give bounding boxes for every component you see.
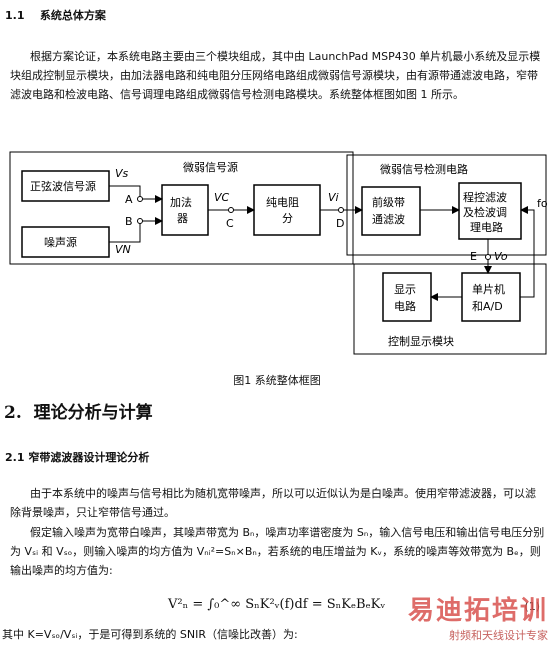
equation-1: V²ₙ = ∫₀^∞ SₙK²ᵥ(f)df = SₙKₑBₑKᵥ: [168, 597, 386, 612]
section-heading-2-1: 2.1 窄带滤波器设计理论分析: [5, 449, 149, 465]
box-display-label-2: 电路: [394, 300, 416, 313]
box-bandpass-label-2: 通滤波: [372, 213, 405, 226]
watermark-logo: 易迪拓培训 射频和天线设计专家: [408, 590, 548, 643]
node-a: [137, 196, 143, 202]
box-prog-label-1: 程控滤波: [463, 190, 507, 204]
wire-mcu-feedback: [520, 206, 535, 298]
box-adder: [161, 184, 209, 236]
section-heading-1-1: 1.1 系统总体方案: [5, 7, 106, 23]
paragraph-noise: 由于本系统中的噪声与信号相比为随机宽带噪声，所以可以近似认为是白噪声。使用窄带滤…: [10, 487, 536, 519]
node-e: [485, 254, 491, 260]
paragraph-overview: 根据方案论证，本系统电路主要由三个模块组成，其中由 LaunchPad MSP4…: [10, 50, 541, 101]
label-vs: Vs: [115, 167, 129, 180]
label-d: D: [336, 217, 344, 230]
label-c: C: [226, 217, 234, 230]
box-sine-source-label: 正弦波信号源: [30, 179, 96, 193]
box-divider: [253, 184, 321, 236]
box-mcu-label-1: 单片机: [472, 282, 505, 296]
group-label-detect: 微弱信号检测电路: [380, 162, 468, 176]
node-b: [137, 218, 143, 224]
box-prog-label-3: 理电路: [470, 221, 503, 234]
label-vn: VN: [115, 243, 131, 256]
section-number: 2.: [4, 403, 22, 423]
node-d: [338, 207, 344, 213]
label-vo: Vo: [494, 250, 508, 263]
wire-noise-to-adder: [109, 217, 163, 243]
label-fo: fo: [537, 197, 548, 210]
watermark-line-1: 易迪拓培训: [407, 596, 548, 626]
wire-sine-to-adder: [109, 185, 163, 203]
box-divider-label-2: 分: [282, 212, 293, 225]
group-label-source: 微弱信号源: [183, 160, 238, 174]
section-number: 1.1: [5, 9, 25, 22]
label-b: B: [125, 215, 133, 228]
group-frame-detect: [346, 154, 547, 256]
group-frame-source: [9, 151, 354, 265]
section-title: 理论分析与计算: [33, 403, 153, 423]
equation-number: (1): [524, 600, 540, 613]
group-frame-control: [353, 263, 547, 355]
box-display-label-1: 显示: [394, 283, 416, 296]
box-display: [382, 272, 432, 322]
label-vc: VC: [214, 191, 230, 204]
box-adder-label-1: 加法: [170, 195, 192, 209]
box-noise-source-label: 噪声源: [44, 235, 77, 249]
label-e: E: [470, 250, 477, 263]
section-number: 2.1: [5, 451, 25, 464]
box-adder-label-2: 器: [177, 212, 188, 225]
watermark-line-2: 射频和天线设计专家: [449, 629, 548, 642]
box-mcu: [461, 272, 521, 322]
section-title: 系统总体方案: [39, 9, 106, 22]
figure-caption: 图1 系统整体框图: [233, 374, 321, 387]
system-block-diagram: 微弱信号源 微弱信号检测电路 控制显示模块 正弦波信号源 噪声源 加法 器 纯电…: [9, 151, 548, 355]
label-vi: Vi: [328, 191, 339, 204]
section-title: 窄带滤波器设计理论分析: [28, 451, 150, 464]
paragraph-snir: 其中 K=Vₛₒ/Vₛᵢ，于是可得到系统的 SNIR（信噪比改善）为:: [2, 628, 298, 641]
box-mcu-label-2: 和A/D: [472, 300, 503, 313]
box-bandpass-filter: [361, 186, 421, 236]
label-a: A: [125, 193, 133, 206]
paragraph-assumption: 假定输入噪声为宽带白噪声，其噪声带宽为 Bₙ，噪声功率谱密度为 Sₙ，输入信号电…: [10, 526, 545, 577]
node-c: [228, 207, 234, 213]
box-prog-label-2: 及检波调: [463, 205, 507, 219]
box-bandpass-label-1: 前级带: [372, 195, 405, 209]
group-label-control: 控制显示模块: [388, 334, 454, 348]
section-heading-2: 2. 理论分析与计算: [4, 398, 153, 423]
box-divider-label-1: 纯电阻: [266, 196, 299, 209]
